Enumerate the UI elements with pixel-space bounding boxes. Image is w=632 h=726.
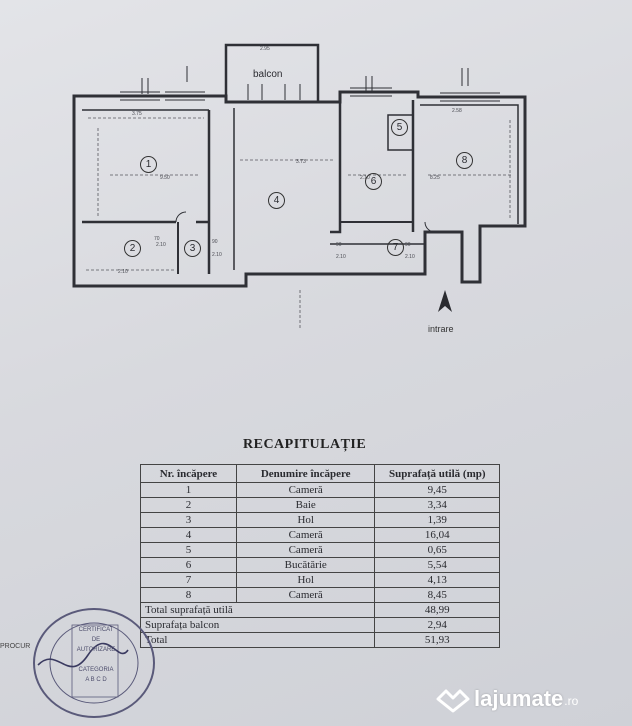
floor-plan: 3.75 9.50 3.73 2.10 8.25 2.58 2.95 70 2.… <box>0 0 632 334</box>
grand-total-row: Total 51,93 <box>139 632 500 648</box>
svg-text:90: 90 <box>336 242 342 248</box>
row-nr: 7 <box>140 572 237 588</box>
recap-title: RECAPITULAȚIE <box>243 437 367 452</box>
row-nr: 3 <box>140 512 237 528</box>
stamp-seal-icon <box>33 608 155 718</box>
row-nr: 1 <box>140 482 237 498</box>
cadastre-stamp: CERTIFICAT DE AUTORIZARE CATEGORIA A B C… <box>28 605 160 721</box>
stamp-line-1: CERTIFICAT <box>78 627 114 633</box>
stamp-line-3: AUTORIZARE <box>76 647 116 653</box>
svg-text:90: 90 <box>212 239 218 245</box>
row-name: Hol <box>235 572 376 588</box>
row-area: 1,39 <box>374 512 500 528</box>
floor-plan-drawing: 3.75 9.50 3.73 2.10 8.25 2.58 2.95 70 2.… <box>72 43 527 330</box>
row-area: 5,54 <box>374 557 500 573</box>
table-row: 8 Cameră 8,45 <box>140 587 500 603</box>
row-name: Cameră <box>235 587 376 603</box>
room-number-5: 5 <box>391 119 408 136</box>
lajumate-logo-icon <box>436 689 470 713</box>
table-row: 7 Hol 4,13 <box>140 572 500 588</box>
watermark-name: lajumate <box>474 686 564 711</box>
balcony-row: Suprafața balcon 2,94 <box>139 617 500 633</box>
room-number-2: 2 <box>124 240 141 257</box>
balcony-label: balcon <box>253 69 283 80</box>
row-area: 3,34 <box>374 497 500 513</box>
grand-total-value: 51,93 <box>374 632 500 648</box>
total-value: 48,99 <box>374 602 500 618</box>
room-number-1: 1 <box>140 156 157 173</box>
svg-text:70: 70 <box>154 236 160 242</box>
total-label: Total suprafață utilă <box>139 602 375 618</box>
svg-text:2.10: 2.10 <box>156 242 166 248</box>
entrance-label: intrare <box>428 324 454 334</box>
row-nr: 4 <box>140 527 237 543</box>
table-row: 1 Cameră 9,45 <box>140 482 500 498</box>
room-number-7: 7 <box>387 239 404 256</box>
svg-text:2.10: 2.10 <box>405 254 415 260</box>
svg-text:2.10: 2.10 <box>118 269 128 275</box>
svg-text:2.10: 2.10 <box>360 175 370 181</box>
row-area: 9,45 <box>374 482 500 498</box>
row-nr: 8 <box>140 587 237 603</box>
row-nr: 6 <box>140 557 237 573</box>
entrance-arrow-icon <box>438 290 452 312</box>
svg-text:9.50: 9.50 <box>160 175 170 181</box>
row-name: Cameră <box>235 482 376 498</box>
svg-text:8.25: 8.25 <box>430 175 440 181</box>
svg-text:3.73: 3.73 <box>296 159 306 165</box>
table-row: 2 Baie 3,34 <box>140 497 500 513</box>
stamp-line-5: A B C D <box>85 677 107 683</box>
room-number-4: 4 <box>268 192 285 209</box>
stamp-line-2: DE <box>91 637 101 643</box>
total-row: Total suprafață utilă 48,99 <box>139 602 500 618</box>
row-area: 4,13 <box>374 572 500 588</box>
row-area: 8,45 <box>374 587 500 603</box>
row-area: 16,04 <box>374 527 500 543</box>
watermark-tld: .ro <box>564 694 579 708</box>
svg-text:2.10: 2.10 <box>212 252 222 258</box>
balcony-label-cell: Suprafața balcon <box>139 617 375 633</box>
header-nr: Nr. încăpere <box>140 464 237 483</box>
side-text: PROCUR <box>0 643 31 650</box>
table-row: 3 Hol 1,39 <box>140 512 500 528</box>
svg-text:2.10: 2.10 <box>336 254 346 260</box>
lajumate-watermark: lajumate .ro <box>436 683 578 715</box>
row-name: Baie <box>235 497 376 513</box>
grand-total-label: Total <box>139 632 375 648</box>
balcony-value: 2,94 <box>374 617 500 633</box>
table-row: 5 Cameră 0,65 <box>140 542 500 558</box>
row-nr: 5 <box>140 542 237 558</box>
header-suprafata: Suprafață utilă (mp) <box>374 464 500 483</box>
room-number-6: 6 <box>365 173 382 190</box>
room-number-8: 8 <box>456 152 473 169</box>
recap-table: Nr. încăpere Denumire încăpere Suprafață… <box>139 464 500 648</box>
svg-text:90: 90 <box>405 242 411 248</box>
stamp-line-4: CATEGORIA <box>78 667 114 673</box>
row-name: Bucătărie <box>235 557 376 573</box>
svg-text:3.75: 3.75 <box>132 111 142 117</box>
table-row: 4 Cameră 16,04 <box>140 527 500 543</box>
row-name: Cameră <box>235 527 376 543</box>
room-number-3: 3 <box>184 240 201 257</box>
svg-text:2.95: 2.95 <box>260 46 270 52</box>
table-header-row: Nr. încăpere Denumire încăpere Suprafață… <box>140 464 500 483</box>
svg-text:2.58: 2.58 <box>452 108 462 114</box>
row-name: Cameră <box>235 542 376 558</box>
row-area: 0,65 <box>374 542 500 558</box>
table-row: 6 Bucătărie 5,54 <box>140 557 500 573</box>
row-name: Hol <box>235 512 376 528</box>
header-denumire: Denumire încăpere <box>235 464 376 483</box>
row-nr: 2 <box>140 497 237 513</box>
